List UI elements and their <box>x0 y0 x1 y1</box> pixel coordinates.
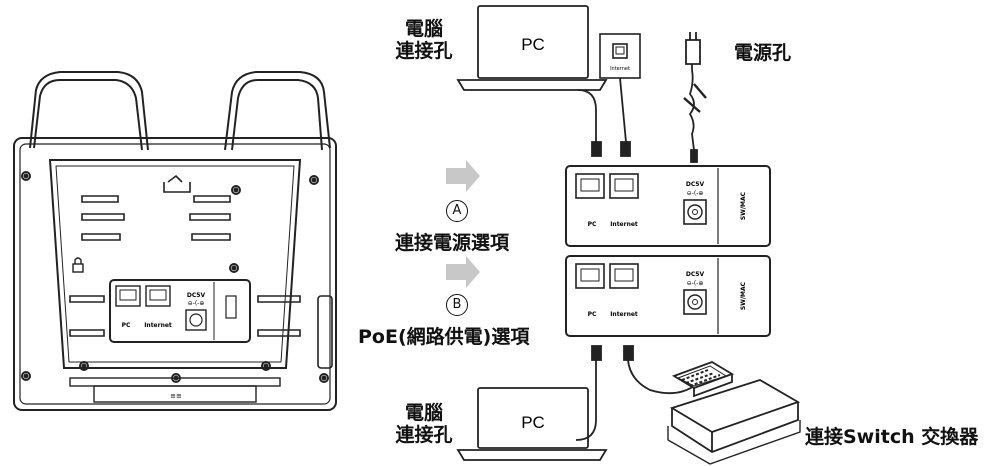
panel-b-dc-label: DC5V <box>686 271 705 278</box>
panel-a-dc-label: DC5V <box>686 181 705 188</box>
panel-b-dc-symbol: ⊖-(-⊕ <box>687 280 704 287</box>
arrow-option-a <box>446 160 480 192</box>
pc-laptop-top <box>456 5 608 91</box>
panel-b-side-label: SW/MAC <box>740 281 747 310</box>
phone-pc-port <box>115 285 141 307</box>
panel-a-dc-symbol: ⊖-(-⊕ <box>687 190 704 197</box>
panel-b-pc-label: PC <box>588 311 597 318</box>
port-panel-b <box>565 255 771 337</box>
top-cables <box>577 77 631 157</box>
panel-a-side-label: SW/MAC <box>740 191 747 220</box>
power-adapter <box>683 32 707 163</box>
bottom-cables <box>575 345 695 441</box>
phone-dc-port <box>185 309 207 331</box>
lock-icon <box>72 257 84 273</box>
pc-top-label: PC <box>521 35 545 54</box>
phone-port-panel <box>109 279 251 343</box>
option-a-badge: A <box>446 200 468 222</box>
port-panel-a <box>565 165 771 247</box>
panel-a-internet-label: Internet <box>610 221 638 228</box>
network-switch <box>667 361 801 465</box>
panel-b-internet-label: Internet <box>610 311 638 318</box>
phone-back-view <box>13 71 337 411</box>
phone-internet-port <box>145 285 171 307</box>
wall-jack-label: Internet <box>610 66 630 72</box>
option-a-label: 連接電源選項 <box>395 232 510 254</box>
pc-port-top-line2: 連接孔 <box>395 40 453 62</box>
handset-cradle-right <box>224 71 331 151</box>
pc-bottom-label: PC <box>521 413 545 432</box>
phone-dc-label: DC5V <box>187 292 206 299</box>
pc-port-top-line1: 電腦 <box>404 18 443 40</box>
handset-cradle-left <box>29 71 149 151</box>
phone-body <box>13 137 337 411</box>
option-b-label: PoE(網路供電)選項 <box>358 326 530 348</box>
phone-pc-port-label: PC <box>122 322 131 329</box>
pc-port-top-label: 電腦 連接孔 <box>384 18 464 62</box>
power-port-label: 電源孔 <box>734 42 792 64</box>
phone-dc-symbol: ⊖-(-⊕ <box>188 300 205 307</box>
phone-internet-port-label: Internet <box>144 322 172 329</box>
arrow-option-b <box>446 256 480 288</box>
back-panel <box>48 159 302 369</box>
switch-label: 連接Switch 交換器 <box>805 426 979 448</box>
pc-port-bottom-label: 電腦 連接孔 <box>384 402 464 446</box>
option-b-badge: B <box>446 294 468 316</box>
phone-bottom-mark: ≡≡ <box>170 392 182 400</box>
pc-port-bottom-line2: 連接孔 <box>395 424 453 446</box>
panel-a-pc-label: PC <box>588 221 597 228</box>
pc-port-bottom-line1: 電腦 <box>404 402 443 424</box>
pc-laptop-bottom <box>456 387 608 461</box>
